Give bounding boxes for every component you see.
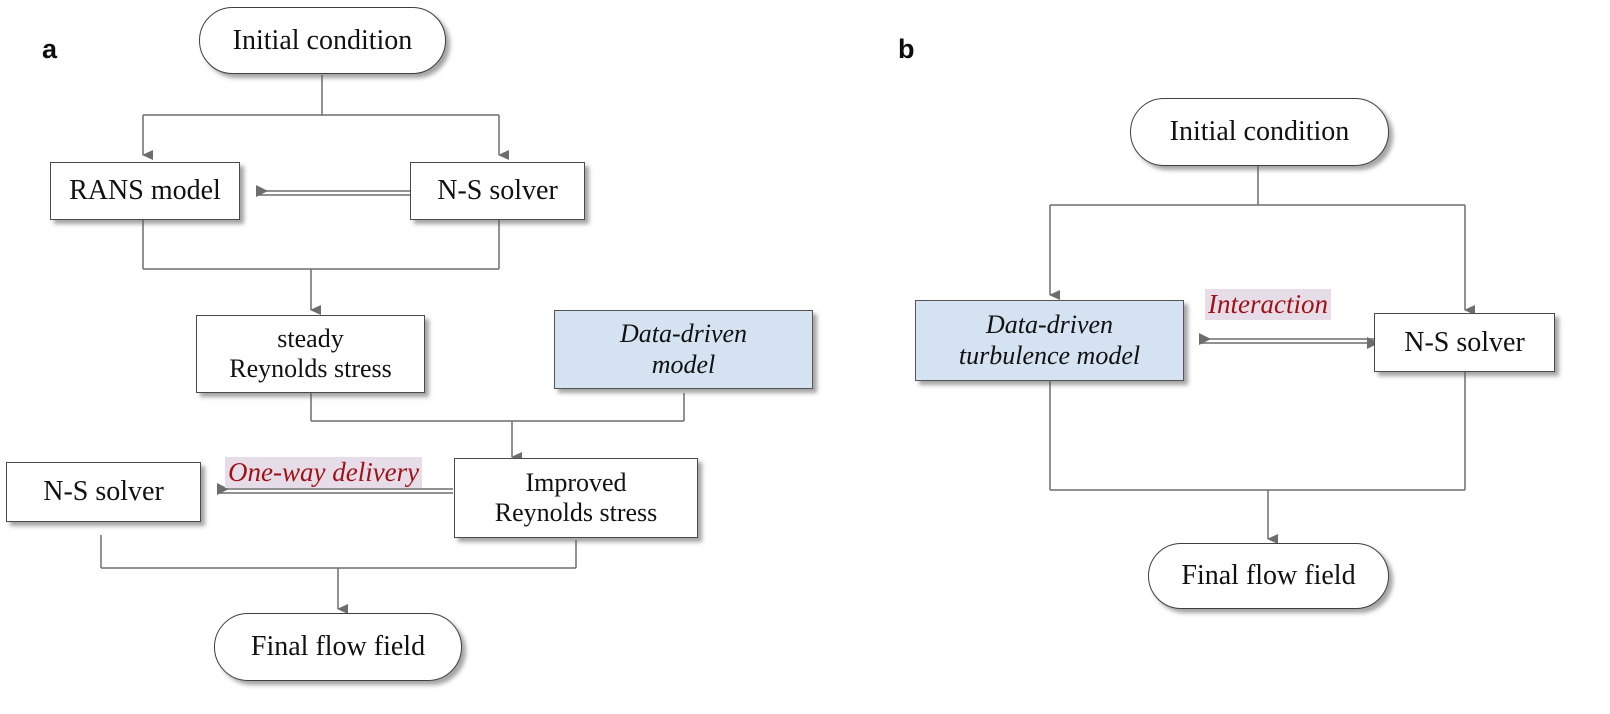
node-label: N-S solver xyxy=(1404,326,1525,358)
node-a-data-driven-model[interactable]: Data-driven model xyxy=(554,310,813,389)
node-a-improved-reynolds-stress[interactable]: Improved Reynolds stress xyxy=(454,458,698,538)
edge-label-interaction: Interaction xyxy=(1205,289,1331,321)
node-b-ns-solver[interactable]: N-S solver xyxy=(1374,313,1555,372)
edge-label-one-way-delivery: One-way delivery xyxy=(225,457,423,489)
node-b-initial-condition[interactable]: Initial condition xyxy=(1130,98,1389,166)
node-a-steady-reynolds-stress[interactable]: steady Reynolds stress xyxy=(196,315,425,393)
node-a-ns-solver-bottom[interactable]: N-S solver xyxy=(6,462,201,522)
panel-label-a: a xyxy=(42,34,58,64)
node-label: N-S solver xyxy=(43,476,164,507)
node-a-rans-model[interactable]: RANS model xyxy=(50,162,240,220)
node-label: steady Reynolds stress xyxy=(229,323,392,383)
panel-label-b: b xyxy=(898,34,915,64)
node-b-data-driven-turbulence-model[interactable]: Data-driven turbulence model xyxy=(915,300,1184,381)
node-label: Initial condition xyxy=(232,24,413,56)
node-label: Data-driven turbulence model xyxy=(958,310,1141,370)
node-label: Improved Reynolds stress xyxy=(494,467,658,527)
node-b-final-flow-field[interactable]: Final flow field xyxy=(1148,543,1389,609)
node-label: Final flow field xyxy=(1181,560,1356,591)
node-a-ns-solver-top[interactable]: N-S solver xyxy=(410,162,585,220)
node-label: RANS model xyxy=(69,175,221,206)
node-label: N-S solver xyxy=(437,175,558,206)
node-a-initial-condition[interactable]: Initial condition xyxy=(199,7,446,74)
node-label: Data-driven model xyxy=(619,319,748,379)
node-label: Initial condition xyxy=(1169,116,1350,147)
node-a-final-flow-field[interactable]: Final flow field xyxy=(214,613,462,681)
node-label: Final flow field xyxy=(250,631,426,662)
